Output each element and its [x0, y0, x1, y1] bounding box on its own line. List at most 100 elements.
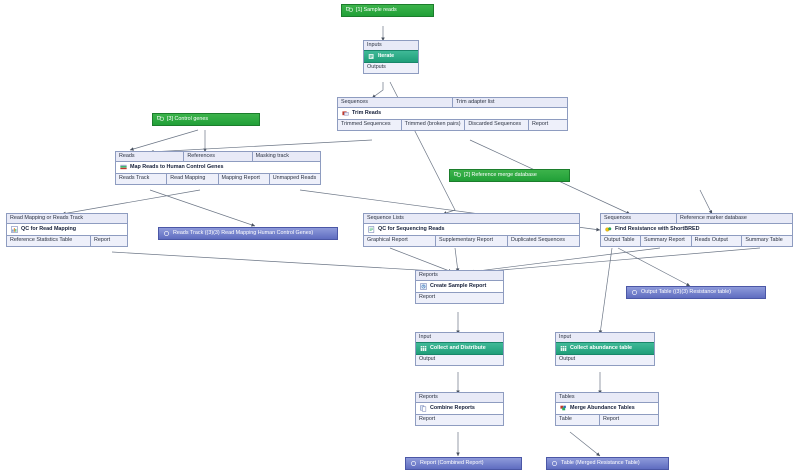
process-node-map-reads[interactable]: Reads References Masking track Map Reads…: [115, 151, 321, 185]
input-port-inputs[interactable]: Inputs: [364, 41, 418, 51]
output-port-discarded-sequences[interactable]: Discarded Sequences: [465, 120, 530, 130]
node-title-map-reads[interactable]: Map Reads to Human Control Genes: [116, 161, 320, 175]
process-node-collect-and-distribute[interactable]: Input Collect and Distribute Output: [415, 332, 504, 366]
input-node-reference-merge-database[interactable]: [2] Reference merge database: [449, 169, 570, 182]
output-port-reads-track[interactable]: Reads Track: [116, 174, 168, 184]
output-port-summary-table[interactable]: Summary Table: [742, 236, 793, 246]
node-title-label: Map Reads to Human Control Genes: [130, 164, 224, 171]
input-port-reports[interactable]: Reports: [416, 393, 503, 403]
output-port-report[interactable]: Report: [416, 293, 503, 303]
input-port-sequence-lists[interactable]: Sequence Lists: [364, 214, 579, 224]
output-port-mapping-report[interactable]: Mapping Report: [218, 174, 270, 184]
output-node-combined-report[interactable]: Report (Combined Report): [405, 457, 522, 470]
input-port-references[interactable]: References: [184, 152, 253, 162]
input-port-row: Tables: [556, 393, 658, 403]
process-node-qc-read-mapping[interactable]: Read Mapping or Reads Track QC for Read …: [6, 213, 128, 247]
node-title-iterate[interactable]: Iterate: [364, 50, 418, 64]
output-port-output[interactable]: Output: [416, 355, 503, 365]
sequence-icon: [454, 172, 461, 179]
process-node-collect-abundance-table[interactable]: Input Collect abundance table Output: [555, 332, 655, 366]
process-node-combine-reports[interactable]: Reports Combine Reports Report: [415, 392, 504, 426]
output-port-report[interactable]: Report: [529, 120, 568, 130]
process-node-trim-reads[interactable]: Sequences Trim adapter list Trim Reads T…: [337, 97, 568, 131]
input-port-reports[interactable]: Reports: [416, 271, 503, 281]
output-port-supplementary-report[interactable]: Supplementary Report: [436, 236, 508, 246]
resistance-icon: [605, 226, 612, 233]
node-title-collect-abundance-table[interactable]: Collect abundance table: [556, 342, 654, 356]
node-title-label: Trim Reads: [352, 110, 382, 117]
node-title-label: Collect and Distribute: [430, 345, 486, 352]
input-port-row: Reads References Masking track: [116, 152, 320, 162]
output-port-unmapped-reads[interactable]: Unmapped Reads: [269, 174, 320, 184]
input-port-sequences[interactable]: Sequences: [601, 214, 677, 224]
output-port-table[interactable]: Table: [556, 415, 600, 425]
input-port-row: Input: [556, 333, 654, 343]
output-port-output[interactable]: Output: [556, 355, 654, 365]
node-title-find-resistance[interactable]: Find Resistance with ShortBRED: [601, 223, 792, 237]
output-node-reads-track[interactable]: Reads Track ((3)(3) Read Mapping Human C…: [158, 227, 338, 240]
input-node-sample-reads[interactable]: [1] Sample reads: [341, 4, 434, 17]
node-title-merge-abundance-tables[interactable]: Merge Abundance Tables: [556, 402, 658, 416]
node-title-trim-reads[interactable]: Trim Reads: [338, 107, 567, 121]
process-node-merge-abundance-tables[interactable]: Tables Merge Abundance Tables Table Repo…: [555, 392, 659, 426]
input-port-trim-adapter-list[interactable]: Trim adapter list: [453, 98, 567, 108]
node-title-label: Merge Abundance Tables: [570, 405, 635, 412]
output-port-trimmed-sequences[interactable]: Trimmed Sequences: [338, 120, 402, 130]
merge-icon: [560, 405, 567, 412]
input-port-row: Read Mapping or Reads Track: [7, 214, 127, 224]
node-title-collect-and-distribute[interactable]: Collect and Distribute: [416, 342, 503, 356]
output-port-output-table[interactable]: Output Table: [601, 236, 641, 246]
output-port-graphical-report[interactable]: Graphical Report: [364, 236, 436, 246]
qc-chart-icon: [11, 226, 18, 234]
output-port-report[interactable]: Report: [600, 415, 658, 425]
output-port-trimmed-broken-pairs[interactable]: Trimmed (broken pairs): [401, 120, 466, 130]
output-port-report[interactable]: Report: [91, 236, 127, 246]
input-port-read-mapping-or-reads-track[interactable]: Read Mapping or Reads Track: [7, 214, 127, 224]
node-body-stub: [342, 16, 433, 17]
input-port-row: Reports: [416, 393, 503, 403]
input-port-sequences[interactable]: Sequences: [338, 98, 453, 108]
output-port-reads-output[interactable]: Reads Output: [691, 236, 743, 246]
output-node-label: Output Table ((3)(3) Resistance table): [641, 288, 732, 295]
output-port-row: Outputs: [364, 63, 418, 73]
output-port-report[interactable]: Report: [416, 415, 503, 425]
output-node-output-table[interactable]: Output Table ((3)(3) Resistance table): [626, 286, 766, 299]
collect-icon: [560, 345, 567, 352]
node-body-stub: [450, 181, 569, 182]
output-port-reference-statistics-table[interactable]: Reference Statistics Table: [7, 236, 91, 246]
input-port-row: Sequence Lists: [364, 214, 579, 224]
process-node-iterate[interactable]: Inputs Iterate Outputs: [363, 40, 419, 74]
input-port-row: Sequences Reference marker database: [601, 214, 792, 224]
input-node-control-genes[interactable]: [3] Control genes: [152, 113, 260, 126]
output-port-read-mapping[interactable]: Read Mapping: [167, 174, 219, 184]
output-port-row: Reads Track Read Mapping Mapping Report …: [116, 174, 320, 184]
node-title-label: Find Resistance with ShortBRED: [615, 226, 700, 233]
node-title-create-sample-report[interactable]: Create Sample Report: [416, 280, 503, 294]
node-title-label: QC for Sequencing Reads: [378, 226, 445, 233]
output-port-outputs[interactable]: Outputs: [364, 63, 418, 73]
process-node-create-sample-report[interactable]: Reports Create Sample Report Report: [415, 270, 504, 304]
process-node-find-resistance[interactable]: Sequences Reference marker database Find…: [600, 213, 793, 247]
input-port-reads[interactable]: Reads: [116, 152, 185, 162]
input-port-input[interactable]: Input: [416, 333, 503, 343]
node-title-label: QC for Read Mapping: [21, 226, 77, 233]
output-port-summary-report[interactable]: Summary Report: [641, 236, 692, 246]
output-port-row: Reference Statistics Table Report: [7, 236, 127, 246]
node-title-qc-sequencing-reads[interactable]: QC for Sequencing Reads: [364, 223, 579, 237]
output-node-merged-table[interactable]: Table (Merged Resistance Table): [546, 457, 669, 470]
input-port-masking-track[interactable]: Masking track: [252, 152, 320, 162]
node-title-combine-reports[interactable]: Combine Reports: [416, 402, 503, 416]
input-port-row: Inputs: [364, 41, 418, 51]
input-port-input[interactable]: Input: [556, 333, 654, 343]
output-port-duplicated-sequences[interactable]: Duplicated Sequences: [508, 236, 579, 246]
node-body-stub: [153, 125, 259, 126]
map-reads-icon: [120, 164, 127, 171]
output-port-row: Trimmed Sequences Trimmed (broken pairs)…: [338, 120, 568, 130]
process-node-qc-sequencing-reads[interactable]: Sequence Lists QC for Sequencing Reads G…: [363, 213, 580, 247]
output-port-row: Report: [416, 415, 503, 425]
output-node-label: Report (Combined Report): [420, 459, 484, 466]
node-title-qc-read-mapping[interactable]: QC for Read Mapping: [7, 223, 127, 237]
input-port-tables[interactable]: Tables: [556, 393, 658, 403]
input-port-reference-marker-database[interactable]: Reference marker database: [677, 214, 792, 224]
